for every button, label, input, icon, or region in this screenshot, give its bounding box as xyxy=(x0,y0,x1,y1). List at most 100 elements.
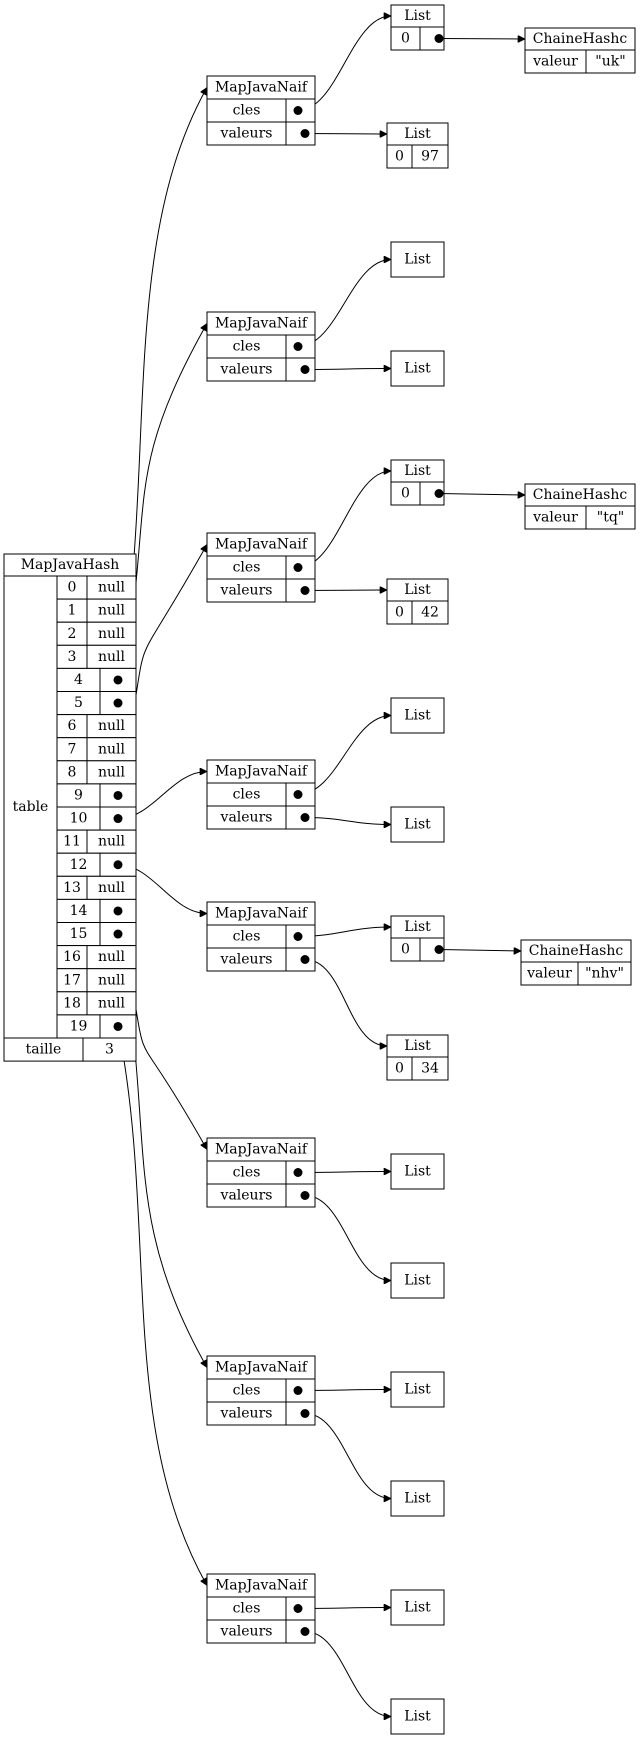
list-title: List xyxy=(404,8,431,24)
list-element-reference-dot xyxy=(434,34,444,43)
list-title: List xyxy=(404,1273,431,1289)
hash-slot-row: 14 xyxy=(56,898,137,924)
hash-slot-index: 16 xyxy=(63,949,81,965)
values-label: valeurs xyxy=(220,126,273,142)
list-index: 0 xyxy=(401,942,410,958)
keys-label: cles xyxy=(233,560,261,576)
values-reference-arrow xyxy=(304,1631,391,1717)
list-value: 42 xyxy=(421,605,439,621)
hash-slot-value: null xyxy=(98,626,126,642)
chaine-hashc-value: "uk" xyxy=(595,54,625,70)
list-title: List xyxy=(404,817,431,833)
list-index: 0 xyxy=(401,31,410,47)
hash-slot-index: 1 xyxy=(68,603,77,619)
list-node: List xyxy=(390,1153,445,1190)
list-value: 34 xyxy=(421,1061,439,1077)
keys-label: cles xyxy=(233,103,261,119)
hash-slot-value: null xyxy=(98,718,126,734)
values-reference-arrow xyxy=(304,134,387,135)
list-title: List xyxy=(404,708,431,724)
list-index: 0 xyxy=(395,149,404,165)
list-title: List xyxy=(404,1164,431,1180)
list-node: List xyxy=(390,1371,445,1408)
hash-slot-row: 10 xyxy=(56,806,137,831)
map-java-naif-title: MapJavaNaif xyxy=(215,316,309,332)
values-reference-dot xyxy=(300,586,310,595)
keys-label: cles xyxy=(233,1165,261,1181)
chaine-hashc-label: valeur xyxy=(532,54,578,70)
chaine-hashc-value-cell xyxy=(577,961,632,986)
chaine-hashc-label: valeur xyxy=(526,966,572,982)
list-index: 0 xyxy=(401,486,410,502)
hash-slot-index: 2 xyxy=(68,626,77,642)
hash-slot-index: 14 xyxy=(70,903,88,919)
chaine-hashc-node: ChaineHashc valeur "tq" xyxy=(524,483,636,530)
hash-slot-value: null xyxy=(98,764,126,780)
list-element-reference-arrow xyxy=(438,950,521,952)
map-java-naif-title: MapJavaNaif xyxy=(215,764,309,780)
list-element-reference-arrow xyxy=(438,39,525,40)
list-node: List xyxy=(390,350,445,387)
list-box xyxy=(390,1480,445,1517)
values-reference-arrow xyxy=(304,817,391,825)
size-label: taille xyxy=(26,1042,62,1058)
list-node: List xyxy=(390,1262,445,1299)
hash-slot-index: 8 xyxy=(68,764,77,780)
hash-slot-reference-dot xyxy=(113,860,123,870)
hash-slot-reference-dot xyxy=(113,814,123,824)
keys-reference-dot xyxy=(293,1604,303,1613)
hash-slot-value: null xyxy=(98,995,126,1011)
list-node: List 0 xyxy=(390,4,445,51)
values-label: valeurs xyxy=(220,1188,273,1204)
list-value-cell xyxy=(411,144,449,169)
list-box xyxy=(390,1698,445,1735)
values-reference-arrow xyxy=(304,1195,391,1281)
chaine-hashc-value: "tq" xyxy=(597,510,624,526)
list-element-reference-arrow xyxy=(438,494,525,496)
hash-slot-index: 10 xyxy=(70,811,88,827)
values-label: valeurs xyxy=(220,583,273,599)
map-java-naif-node: MapJavaNaif cles valeurs xyxy=(206,75,316,146)
values-reference-arrow xyxy=(304,959,387,1047)
list-node: List xyxy=(390,241,445,278)
list-box xyxy=(390,1589,445,1626)
list-element-reference-dot xyxy=(434,945,444,954)
list-title: List xyxy=(404,126,431,142)
hash-slot-row: 4 xyxy=(56,667,137,693)
values-label: valeurs xyxy=(220,362,273,378)
chaine-hashc-label: valeur xyxy=(532,510,578,526)
list-title: List xyxy=(404,463,431,479)
keys-label: cles xyxy=(233,339,261,355)
hash-slot-value: null xyxy=(98,580,126,596)
values-label: valeurs xyxy=(220,952,273,968)
hash-slot-index: 0 xyxy=(68,580,77,596)
list-element-reference-dot xyxy=(434,489,444,498)
hash-slot-row: 2 null xyxy=(56,621,137,646)
hash-slot-row: 5 xyxy=(56,691,137,716)
values-reference-dot xyxy=(300,955,310,964)
list-title: List xyxy=(404,252,431,268)
list-box xyxy=(390,1371,445,1408)
chaine-hashc-value-cell xyxy=(585,49,636,74)
hash-slot-value: null xyxy=(98,972,126,988)
map-java-naif-title: MapJavaNaif xyxy=(215,80,309,96)
values-reference-dot xyxy=(300,813,310,822)
values-reference-arrow xyxy=(304,590,387,591)
list-node: List xyxy=(390,1698,445,1735)
hash-slot-reference-dot xyxy=(113,675,123,685)
values-reference-dot xyxy=(300,129,310,138)
chaine-hashc-title: ChaineHashc xyxy=(533,487,628,503)
keys-reference-dot xyxy=(293,1386,303,1395)
values-reference-arrow xyxy=(304,369,391,370)
map-java-naif-title: MapJavaNaif xyxy=(215,537,309,553)
list-node: List xyxy=(390,1480,445,1517)
hash-slot-value: null xyxy=(98,880,126,896)
